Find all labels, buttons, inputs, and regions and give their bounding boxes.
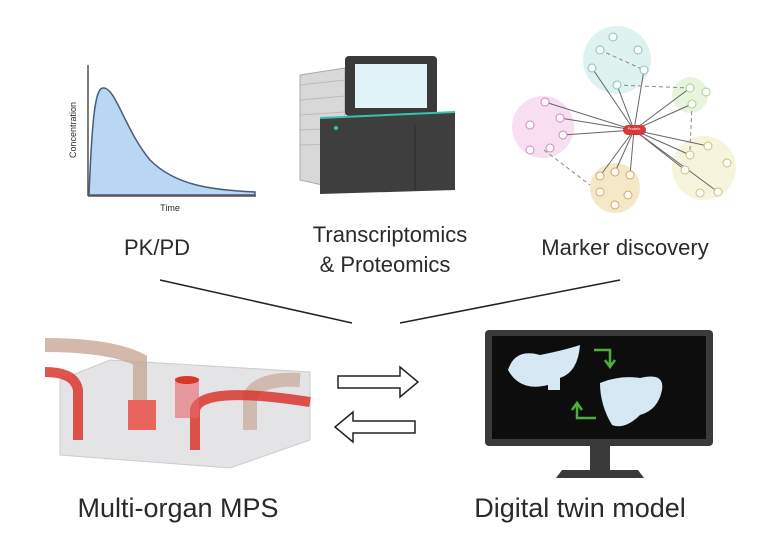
green-arrow-up-icon — [570, 400, 596, 420]
protein-network-icon — [512, 26, 736, 213]
connector-line-left — [159, 279, 353, 324]
x-axis-label: Time — [160, 203, 180, 213]
pkpd-label: PK/PD — [123, 235, 191, 260]
digital-twin-label: Digital twin model — [474, 493, 686, 523]
y-axis-label: Concentration — [68, 101, 78, 159]
marker-discovery-label: Marker discovery — [541, 235, 709, 260]
monitor-icon — [485, 330, 713, 478]
sequencer-instrument-icon — [299, 56, 456, 194]
connector-line-right — [399, 279, 621, 324]
liver-icon — [600, 376, 663, 427]
concentration-curve — [88, 87, 256, 196]
green-arrow-down-icon — [594, 348, 617, 370]
omics-label-line2: & Proteomics — [319, 252, 451, 277]
omics-label-line1: Transcriptomics — [312, 222, 468, 247]
mps-label: Multi-organ MPS — [77, 493, 279, 523]
arrow-left-icon — [333, 410, 416, 444]
pk-curve-chart — [87, 65, 256, 197]
multi-organ-chip-icon — [44, 338, 311, 469]
arrow-right-icon — [337, 365, 420, 399]
protein-node-label: Protein — [627, 126, 641, 131]
protein-node — [623, 125, 646, 135]
pancreas-icon — [508, 345, 580, 390]
